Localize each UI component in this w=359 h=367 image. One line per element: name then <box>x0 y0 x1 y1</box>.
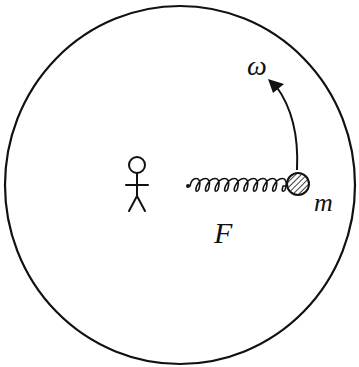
rotation-arrow <box>276 86 297 170</box>
spring-anchor <box>186 184 190 188</box>
mass-label: m <box>314 190 333 216</box>
mass <box>287 173 309 195</box>
platform-disc <box>5 6 355 364</box>
observer-figure <box>126 157 148 211</box>
angular-velocity-label: ω <box>247 52 267 80</box>
spring <box>188 179 287 192</box>
arrow-head <box>268 79 284 93</box>
force-label: F <box>214 218 232 248</box>
